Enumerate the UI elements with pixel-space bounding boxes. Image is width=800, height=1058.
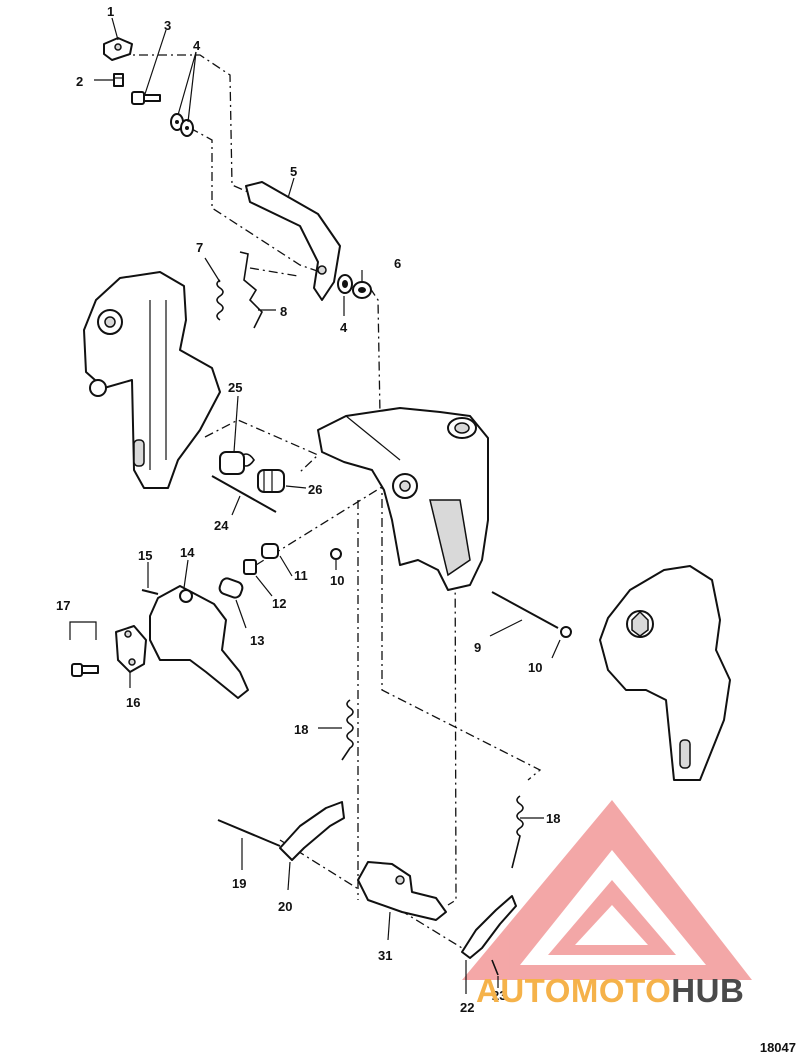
part-2-grease-fitting (113, 73, 124, 87)
part-15-pin (141, 589, 159, 595)
callout-14: 14 (180, 545, 195, 560)
callout-4-upper-b: 4 (340, 320, 348, 335)
part-22-link (461, 895, 517, 959)
part-16-plate (115, 625, 147, 673)
callout-7: 7 (196, 240, 203, 255)
callout-leaders (69, 17, 561, 994)
callout-2: 2 (76, 74, 83, 89)
watermark-triangle-icon (462, 800, 752, 980)
callout-9: 9 (474, 640, 481, 655)
part-13-sleeve (218, 577, 244, 599)
part-20-link (279, 801, 345, 861)
brand-part-hub: HUB (671, 972, 745, 1009)
callout-11: 11 (294, 568, 308, 583)
part-6-washer (352, 281, 372, 299)
part-31-base (357, 861, 447, 921)
part-4-washers (170, 113, 194, 137)
part-18-spring-right (511, 795, 524, 869)
part-19-rod (217, 819, 281, 847)
callout-25: 25 (228, 380, 242, 395)
callout-18-left: 18 (294, 722, 308, 737)
part-11-spring (261, 543, 279, 559)
part-5-lever-arm (245, 181, 341, 301)
brand-part-moto: MOTO (570, 972, 672, 1009)
callout-23: 23 (492, 988, 506, 1003)
part-17-bolt (71, 663, 99, 677)
right-clamp-bracket (599, 565, 731, 781)
callout-10-lower: 10 (528, 660, 542, 675)
callout-24: 24 (214, 518, 229, 533)
assembly-guide-lines (120, 54, 542, 949)
part-12-cap (243, 559, 257, 575)
part-25-spring (219, 451, 255, 475)
callout-3: 3 (164, 18, 171, 33)
diagram-id: 18047 (759, 1040, 796, 1055)
callout-labels: 1 2 3 4 4 5 6 7 8 25 26 24 14 15 11 10 1… (56, 4, 560, 1015)
part-10-clip-lower (560, 626, 572, 638)
callout-31: 31 (378, 948, 392, 963)
part-23-clip (491, 959, 499, 976)
part-26-spring (257, 469, 285, 493)
brand-part-auto: AUTO (476, 972, 571, 1009)
callout-16: 16 (126, 695, 140, 710)
callout-15: 15 (138, 548, 152, 563)
callout-13: 13 (250, 633, 264, 648)
part-1-cap (103, 37, 133, 61)
callout-8: 8 (280, 304, 287, 319)
part-14-bracket (149, 585, 249, 699)
callout-4-upper-a: 4 (193, 38, 201, 53)
callout-22: 22 (460, 1000, 474, 1015)
part-7-spring (216, 279, 224, 321)
callout-26: 26 (308, 482, 322, 497)
part-10-clip-upper (330, 548, 342, 560)
left-clamp-bracket (83, 271, 221, 489)
part-9-shaft (491, 591, 559, 629)
callout-10-upper: 10 (330, 573, 344, 588)
callout-1: 1 (107, 4, 114, 19)
part-24-rod (211, 475, 277, 513)
part-3-bolt (131, 91, 161, 105)
part-8-wire-spring (239, 251, 263, 329)
callout-19: 19 (232, 876, 246, 891)
callout-18-right: 18 (546, 811, 560, 826)
callout-5: 5 (290, 164, 297, 179)
brand-watermark: AUTOMOTOHUB (476, 972, 744, 1010)
callout-6: 6 (394, 256, 401, 271)
callout-12: 12 (272, 596, 286, 611)
callout-20: 20 (278, 899, 292, 914)
center-swivel-housing (317, 407, 489, 591)
part-4-washer-lower (337, 274, 353, 294)
part-18-spring-left (341, 699, 354, 761)
callout-17: 17 (56, 598, 70, 613)
